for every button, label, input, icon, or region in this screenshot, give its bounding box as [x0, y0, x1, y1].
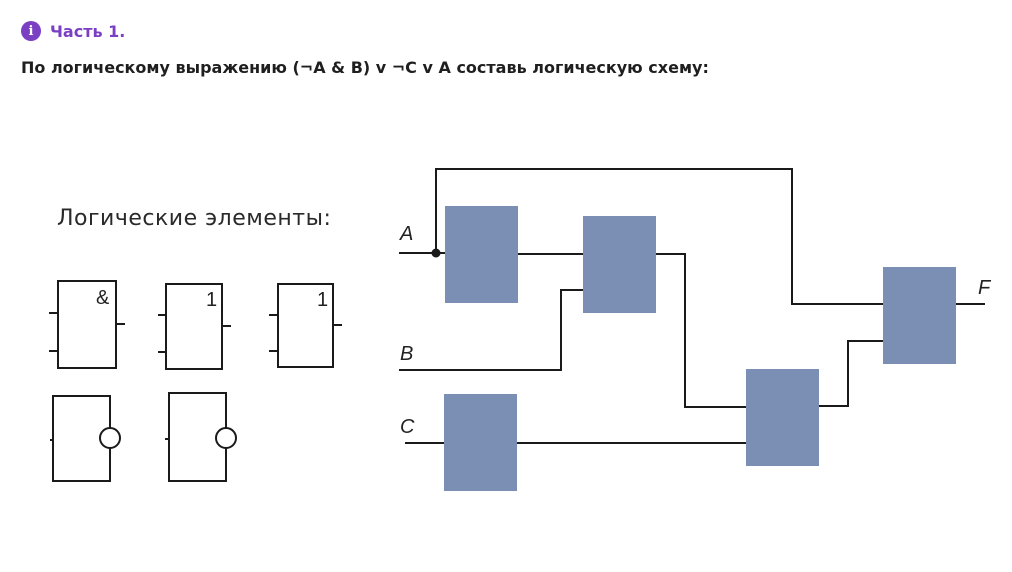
output-label-f: F [978, 277, 992, 299]
legend-or-gate [158, 283, 231, 370]
circuit-wires [399, 168, 985, 444]
legend-not-gate [50, 395, 121, 482]
legend-and-gate [49, 280, 125, 369]
legend-title: Логические элементы: [57, 206, 332, 231]
legend-or-symbol: 1 [206, 289, 217, 311]
input-label-a: A [399, 223, 413, 245]
gate-slot-3[interactable] [444, 394, 517, 491]
junction-dot [431, 248, 441, 258]
legend-or-symbol: 1 [317, 289, 328, 311]
legend-and-symbol: & [96, 287, 110, 309]
part-title: Часть 1. [50, 21, 126, 41]
gate-slot-1[interactable] [445, 206, 518, 303]
legend-or-gate [269, 283, 342, 368]
input-label-b: B [400, 343, 413, 365]
gate-slot-5[interactable] [883, 267, 956, 364]
legend-not-gate [165, 392, 237, 482]
task-text: По логическому выражению (¬A & B) v ¬C v… [21, 58, 709, 77]
input-label-c: C [400, 416, 415, 438]
gate-slot-4[interactable] [746, 369, 819, 466]
info-icon: i [21, 21, 41, 41]
part-header: i Часть 1. [21, 21, 125, 41]
gate-slot-2[interactable] [583, 216, 656, 313]
